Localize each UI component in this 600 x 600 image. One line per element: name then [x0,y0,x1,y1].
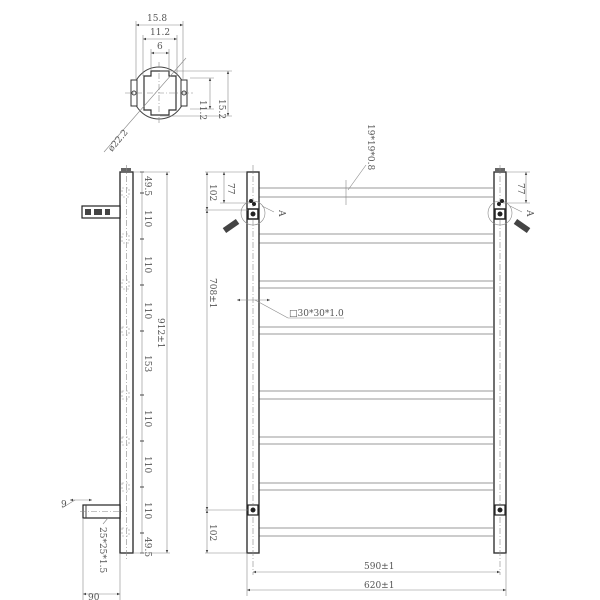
rail-section-label: 19*19*0.8 [365,124,375,170]
spacing-9: 49.5 [142,537,152,557]
detail-view-section: 15.8 11.2 6 11.2 15.2 ø22.2 [103,14,232,154]
spacing-2: 110 [142,210,152,227]
dim-top-bracket-left: 77 [225,183,235,195]
towel-rails [259,187,493,537]
dim-center-width: 590±1 [364,562,394,572]
dim-overall-width: 620±1 [364,581,394,591]
right-top-bracket [487,199,531,234]
tube-section-label: 25*25*1.5 [97,527,107,573]
spacing-1: 49.5 [142,176,152,196]
dim-bottom-offset: 102 [207,524,217,541]
side-lugs [130,79,188,107]
rail-stubs [121,187,130,537]
dim-6: 6 [157,42,163,52]
dim-top-bracket-right: 77 [515,183,525,195]
detail-label-a-right: A [524,209,534,217]
dim-overall-height: 912±1 [155,318,165,348]
spacing-5: 153 [142,355,152,372]
side-view-section: 49.5 110 110 110 153 110 110 110 49.5 91… [61,165,170,600]
dim-15-2: 15.2 [216,99,226,119]
spacing-6: 110 [142,410,152,427]
dim-11-2-width: 11.2 [150,28,170,38]
dim-foot-offset: 9 [61,500,67,510]
spacing-4: 110 [142,302,152,319]
spacing-7: 110 [142,456,152,473]
spacing-8: 110 [142,502,152,519]
dim-bracket-span: 708±1 [207,278,217,308]
dim-top-offset: 102 [207,184,217,201]
post-section-label: □30*30*1.0 [289,309,344,319]
dim-11-2-height: 11.2 [197,100,207,120]
detail-label-a-left: A [276,209,286,217]
dim-15-8: 15.8 [147,14,167,24]
left-top-bracket [222,199,266,234]
spacing-3: 110 [142,256,152,273]
front-view-section: A A 19*19*0.8 102 77 708±1 102 77 □30*30… [205,124,534,596]
dim-diameter: ø22.2 [107,128,131,154]
dim-depth: 90 [88,593,100,600]
side-chain-dimensions: 49.5 110 110 110 153 110 110 110 49.5 [140,171,152,557]
